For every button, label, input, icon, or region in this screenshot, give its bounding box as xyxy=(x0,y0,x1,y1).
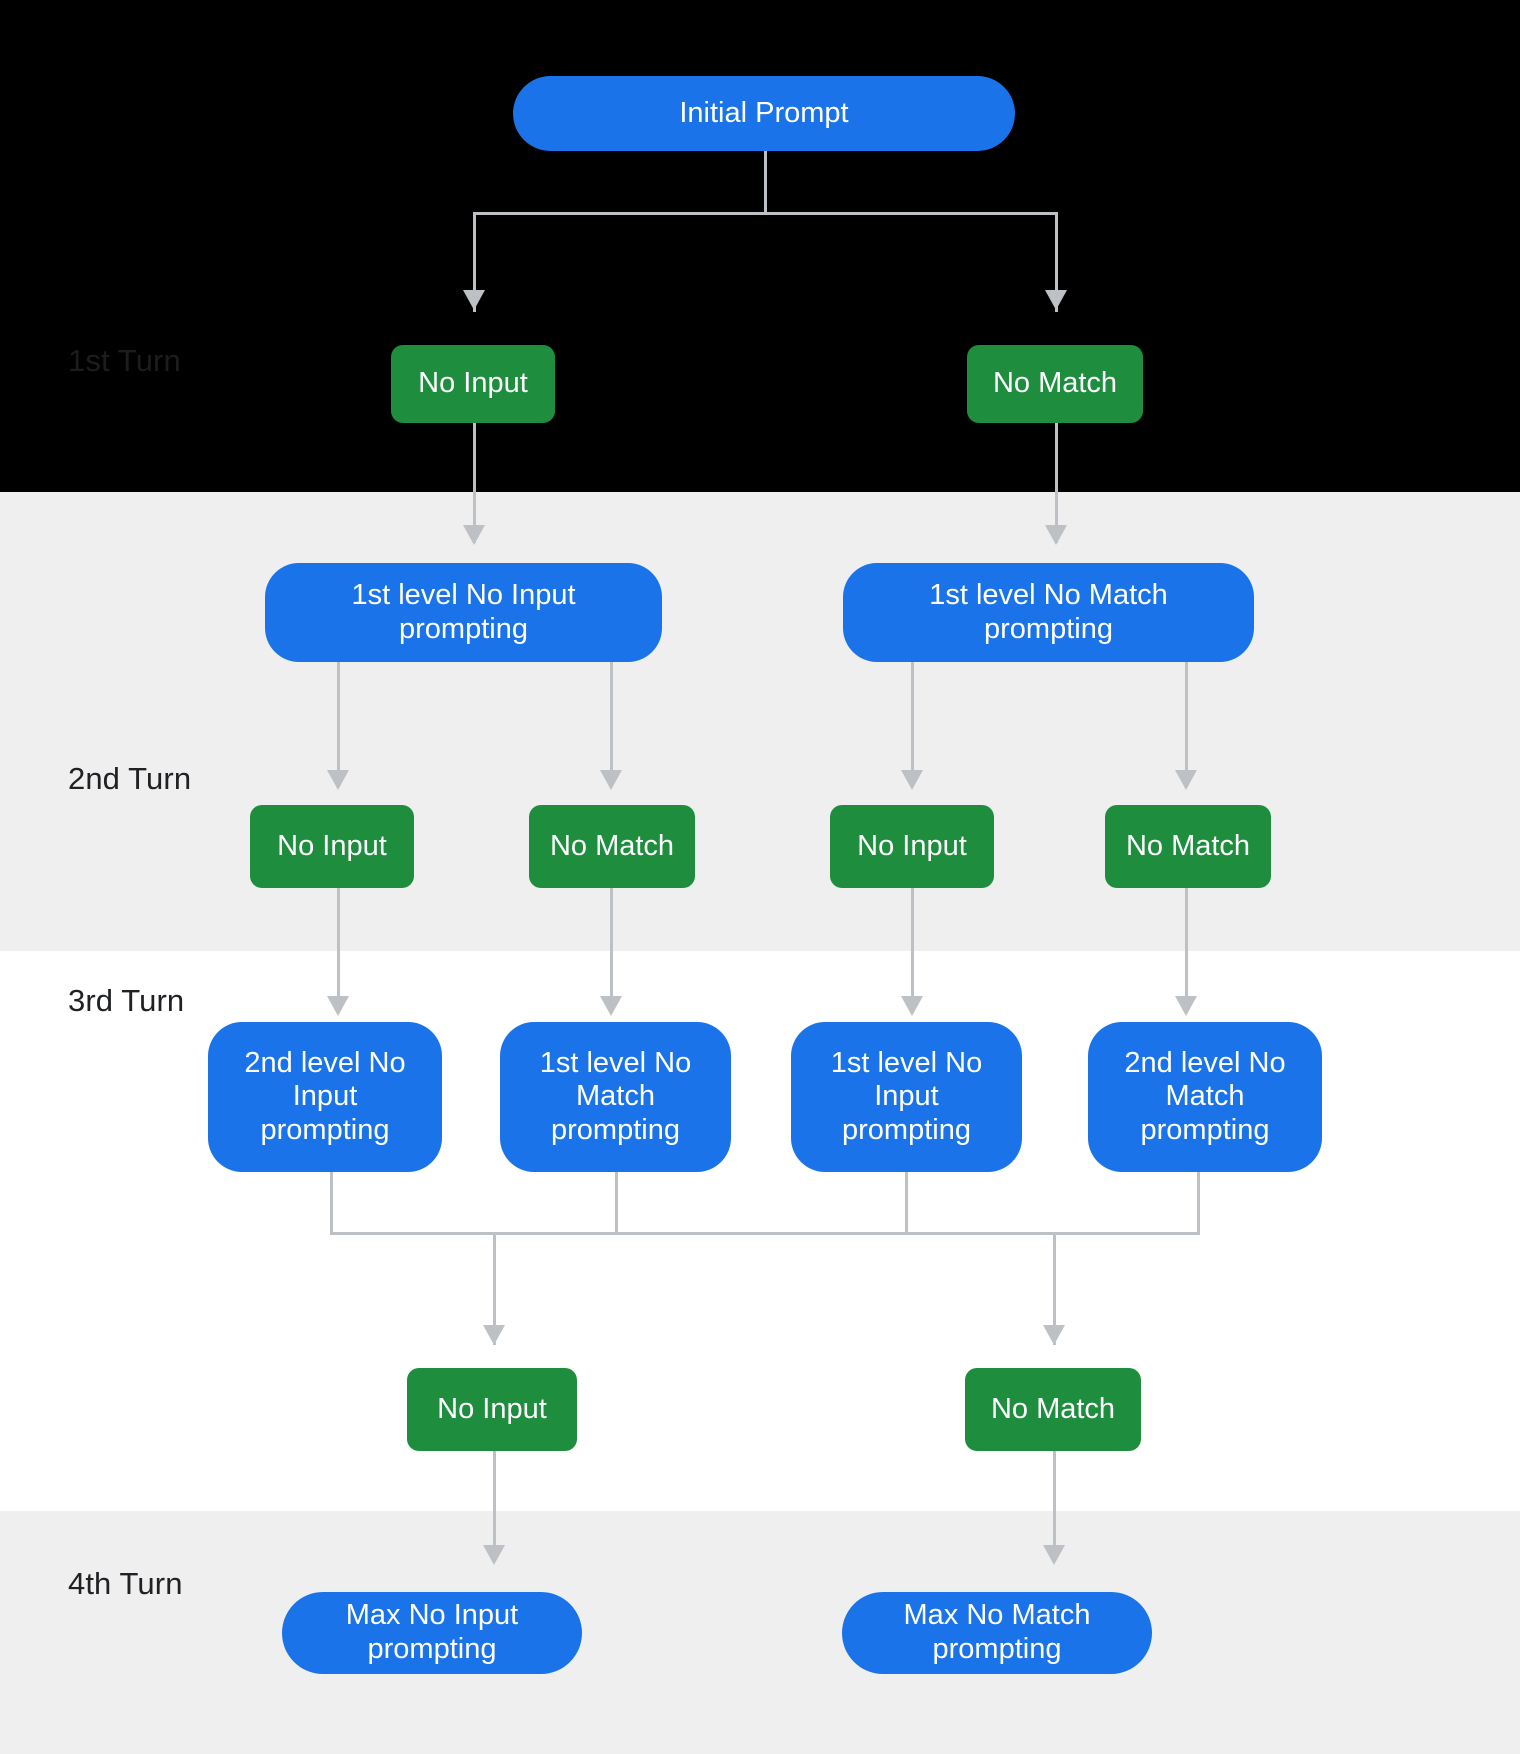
connector-t3noinput-down xyxy=(493,1407,496,1562)
node-turn3-prompt-2nd-no-input-label: 2nd level No Input prompting xyxy=(244,1046,406,1146)
arrowhead-merge-noinput xyxy=(483,1325,505,1345)
arrowhead-t3p1 xyxy=(327,996,349,1016)
connector-merge-to-noinput xyxy=(493,1232,496,1345)
arrowhead-t3p4 xyxy=(1175,996,1197,1016)
arrowhead-t4-maxnoinput xyxy=(483,1545,505,1565)
arrowhead-t2p1-nomatch xyxy=(600,770,622,790)
connector-t3nomatch-down xyxy=(1053,1407,1056,1562)
connector-t2p2-to-nomatch xyxy=(1185,662,1188,787)
connector-t3p2-stem xyxy=(615,1172,618,1234)
turn-label-1st: 1st Turn xyxy=(68,343,181,378)
node-turn1-no-input-label: No Input xyxy=(418,367,528,400)
connector-t3p1-stem xyxy=(330,1172,333,1234)
node-turn2-prompt-no-match[interactable]: 1st level No Match prompting xyxy=(843,563,1254,662)
node-initial-prompt-label: Initial Prompt xyxy=(679,96,849,129)
node-turn3-prompt-1st-no-input-label: 1st level No Input prompting xyxy=(830,1046,983,1146)
connector-initial-to-nomatch xyxy=(1055,212,1058,312)
node-turn3-no-input[interactable]: No Input xyxy=(407,1368,577,1451)
node-turn4-max-no-input-label: Max No Input prompting xyxy=(345,1599,519,1665)
arrowhead-t3p2 xyxy=(600,996,622,1016)
node-turn3-no-match-label: No Match xyxy=(990,1392,1116,1425)
node-turn3-prompt-1st-no-match[interactable]: 1st level No Match prompting xyxy=(500,1022,731,1172)
arrowhead-t1nomatch-down xyxy=(1045,525,1067,545)
node-turn2-no-match-right-label: No Match xyxy=(1125,829,1251,862)
turn-label-4th: 4th Turn xyxy=(68,1566,183,1601)
node-turn2-no-input-left[interactable]: No Input xyxy=(250,805,414,888)
node-turn3-no-input-label: No Input xyxy=(437,1392,547,1425)
node-turn2-no-input-right[interactable]: No Input xyxy=(830,805,994,888)
arrowhead-merge-nomatch xyxy=(1043,1325,1065,1345)
node-turn3-prompt-2nd-no-match-label: 2nd level No Match prompting xyxy=(1124,1046,1286,1146)
node-initial-prompt[interactable]: Initial Prompt xyxy=(513,76,1015,151)
connector-initial-bus xyxy=(473,212,1057,215)
node-turn1-no-match-label: No Match xyxy=(992,367,1118,400)
node-turn4-max-no-match-label: Max No Match prompting xyxy=(903,1599,1091,1665)
node-turn4-max-no-match[interactable]: Max No Match prompting xyxy=(842,1592,1152,1674)
connector-t2p1-to-noinput xyxy=(337,662,340,787)
arrowhead-t1noinput-down xyxy=(463,525,485,545)
node-turn1-no-input[interactable]: No Input xyxy=(391,345,555,423)
connector-initial-to-noinput xyxy=(473,212,476,312)
node-turn2-no-input-right-label: No Input xyxy=(857,829,967,862)
connector-t3p4-stem xyxy=(1197,1172,1200,1234)
connector-t3p3-stem xyxy=(905,1172,908,1234)
connector-turn3-merge-bus xyxy=(330,1232,1200,1235)
arrowhead-t2p2-noinput xyxy=(901,770,923,790)
node-turn2-no-match-left-label: No Match xyxy=(549,829,675,862)
node-turn2-no-match-left[interactable]: No Match xyxy=(529,805,695,888)
node-turn2-prompt-no-match-label: 1st level No Match prompting xyxy=(929,578,1168,645)
arrowhead-initial-to-nomatch xyxy=(1045,290,1067,310)
arrowhead-t4-maxnomatch xyxy=(1043,1545,1065,1565)
connector-t2nomatch-r-down xyxy=(1185,888,1188,1013)
arrowhead-initial-to-noinput xyxy=(463,290,485,310)
connector-t1noinput-down xyxy=(473,383,476,543)
node-turn3-prompt-2nd-no-match[interactable]: 2nd level No Match prompting xyxy=(1088,1022,1322,1172)
node-turn3-no-match[interactable]: No Match xyxy=(965,1368,1141,1451)
connector-t2nomatch-l-down xyxy=(610,888,613,1013)
node-turn4-max-no-input[interactable]: Max No Input prompting xyxy=(282,1592,582,1674)
connector-t1nomatch-down xyxy=(1055,383,1058,543)
turn-label-3rd: 3rd Turn xyxy=(68,983,185,1018)
connector-merge-to-nomatch xyxy=(1053,1232,1056,1345)
turn-label-2nd: 2nd Turn xyxy=(68,761,192,796)
connector-initial-stem xyxy=(764,150,767,215)
node-turn2-prompt-no-input-label: 1st level No Input prompting xyxy=(351,578,576,645)
band-turn-4 xyxy=(0,1511,1520,1754)
node-turn1-no-match[interactable]: No Match xyxy=(967,345,1143,423)
connector-t2p2-to-noinput xyxy=(911,662,914,787)
node-turn2-prompt-no-input[interactable]: 1st level No Input prompting xyxy=(265,563,662,662)
node-turn3-prompt-1st-no-input[interactable]: 1st level No Input prompting xyxy=(791,1022,1022,1172)
connector-t2p1-to-nomatch xyxy=(610,662,613,787)
node-turn3-prompt-2nd-no-input[interactable]: 2nd level No Input prompting xyxy=(208,1022,442,1172)
connector-t2noinput-l-down xyxy=(337,888,340,1013)
node-turn2-no-match-right[interactable]: No Match xyxy=(1105,805,1271,888)
arrowhead-t2p1-noinput xyxy=(327,770,349,790)
band-turn-2 xyxy=(0,492,1520,951)
band-turn-1 xyxy=(0,0,1520,492)
node-turn2-no-input-left-label: No Input xyxy=(277,829,387,862)
connector-t2noinput-r-down xyxy=(911,888,914,1013)
node-turn3-prompt-1st-no-match-label: 1st level No Match prompting xyxy=(539,1046,692,1146)
arrowhead-t3p3 xyxy=(901,996,923,1016)
arrowhead-t2p2-nomatch xyxy=(1175,770,1197,790)
